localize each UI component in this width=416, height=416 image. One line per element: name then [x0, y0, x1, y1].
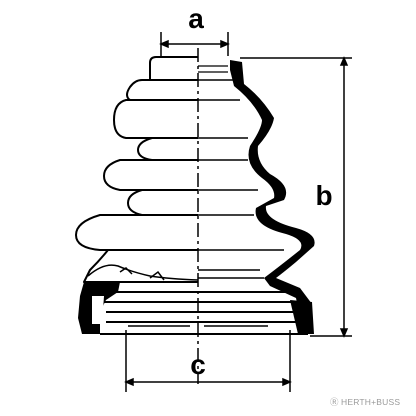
clamp-band-left-inner — [92, 296, 104, 324]
dimension-b — [240, 56, 352, 338]
watermark-text: HERTH+BUSS — [341, 397, 400, 407]
dimension-c-label: c — [190, 349, 206, 380]
flare-left — [83, 249, 198, 283]
boot-left-half — [75, 56, 198, 283]
ring-1-left — [126, 79, 198, 101]
clamp-collar — [100, 291, 308, 335]
clamp-band-right — [290, 300, 314, 334]
dimension-a-label: a — [188, 3, 204, 34]
dimension-c — [124, 330, 292, 392]
neck-left — [149, 56, 198, 81]
dimension-b-label: b — [315, 180, 332, 211]
ring-5-left — [127, 189, 198, 216]
flare-left-detail — [87, 264, 199, 281]
dimension-a — [159, 32, 230, 56]
boot-right-half — [198, 60, 315, 334]
watermark-mark: Ⓡ — [330, 397, 339, 407]
ring-2-left — [113, 99, 198, 139]
ring-3-left — [137, 137, 198, 161]
ring-6-left — [75, 214, 198, 251]
ring-4-left — [103, 159, 198, 191]
